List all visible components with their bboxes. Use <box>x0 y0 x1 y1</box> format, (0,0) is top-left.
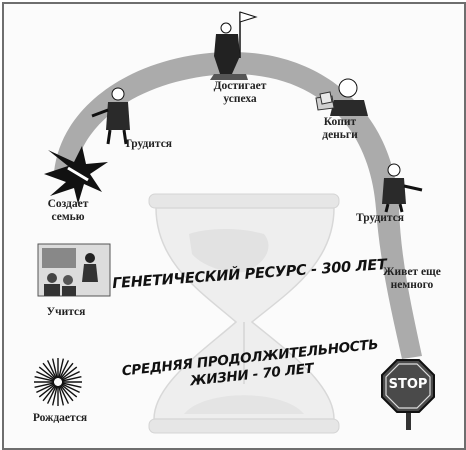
sun-ray <box>60 366 78 381</box>
man-money-icon <box>315 78 368 116</box>
sun-ray <box>51 358 58 379</box>
sun-ray <box>59 362 74 380</box>
businessman-flag-icon <box>210 11 258 80</box>
stop-sign-icon <box>381 359 435 430</box>
hourglass-icon <box>148 193 340 434</box>
stage-work-right-label: Трудится <box>355 212 405 224</box>
stage-family-line1: Создает <box>47 198 89 210</box>
stage-lives-line1: Живет еще <box>383 266 441 278</box>
stage-success-line2: успеха <box>223 93 257 105</box>
stage-family-line2: семью <box>51 211 85 223</box>
sun-ray <box>59 360 70 379</box>
sun-burst-icon <box>34 358 82 406</box>
man-pointing-icon <box>91 87 130 145</box>
stage-lives-label: Живет еще немного <box>370 266 454 292</box>
stage-money-line2: деньги <box>322 129 358 141</box>
man-pointing-right-icon <box>382 163 423 213</box>
sun-ray <box>59 384 74 402</box>
stage-lives-line2: немного <box>390 279 434 291</box>
sun-ray <box>46 385 57 404</box>
stage-family-label: Создает семью <box>28 198 108 224</box>
diagram-artwork <box>34 11 435 434</box>
sun-ray <box>46 360 57 379</box>
sun-ray <box>61 383 80 394</box>
sun-ray <box>36 370 55 381</box>
stage-success-line1: Достигает <box>213 80 267 92</box>
sun-ray <box>51 385 58 406</box>
stop-sign-text: STOP <box>388 377 428 392</box>
stage-money-line1: Копит <box>323 116 357 128</box>
sun-ray <box>36 383 55 394</box>
sun-ray <box>34 382 55 389</box>
stage-success-label: Достигает успеха <box>200 80 280 106</box>
family-fireworks-icon <box>44 146 108 204</box>
sun-ray <box>42 362 57 380</box>
sun-ray <box>38 383 56 398</box>
sun-ray <box>61 375 82 382</box>
sun-ray <box>58 358 65 379</box>
sun-ray <box>61 382 82 389</box>
sun-ray <box>38 366 56 381</box>
stage-work-left-label: Трудится <box>123 138 173 150</box>
stage-birth-label: Рождается <box>32 412 88 424</box>
sun-ray <box>58 385 65 406</box>
stage-money-label: Копит деньги <box>310 116 370 142</box>
sun-ray <box>61 370 80 381</box>
sun-ray <box>59 385 70 404</box>
sun-ray <box>42 384 57 402</box>
sun-ray <box>34 375 55 382</box>
stage-study-label: Учится <box>46 306 86 318</box>
sun-ray <box>60 383 78 398</box>
classroom-icon <box>37 243 111 297</box>
